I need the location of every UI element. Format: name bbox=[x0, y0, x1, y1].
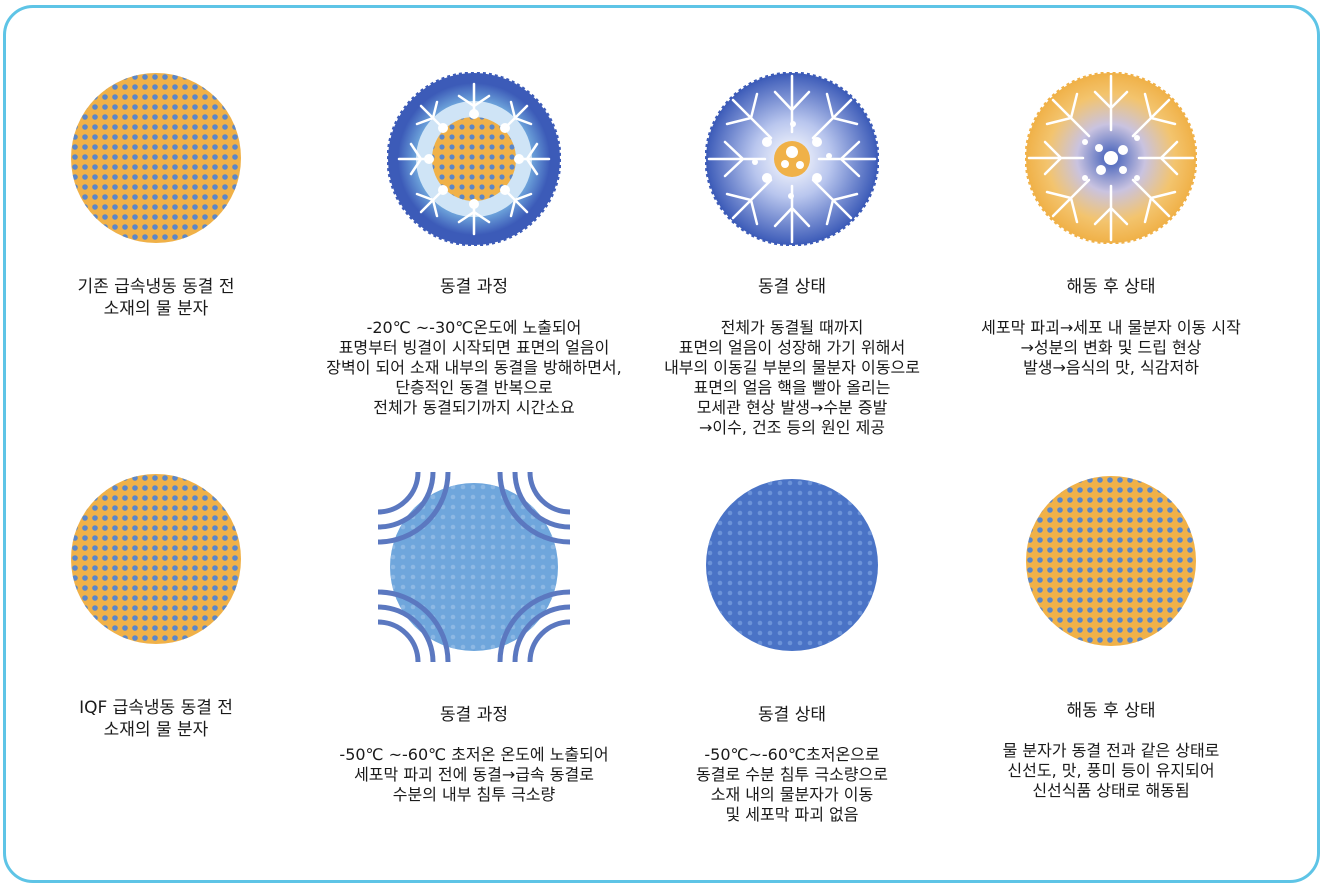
conventional-frozen-state bbox=[705, 72, 879, 246]
iqf-frozen-state bbox=[706, 479, 878, 651]
content-frame bbox=[3, 5, 1320, 883]
top-title-4: 해동 후 상태 bbox=[1066, 277, 1156, 297]
bottom-title-4: 해동 후 상태 bbox=[1066, 701, 1156, 721]
iqf-freezing-process bbox=[378, 472, 570, 662]
top-title-2: 동결 과정 bbox=[440, 277, 508, 297]
bottom-title-2: 동결 과정 bbox=[440, 705, 508, 725]
top-title-3: 동결 상태 bbox=[758, 277, 826, 297]
bottom-title-3: 동결 상태 bbox=[758, 705, 826, 725]
conventional-freezing-process bbox=[387, 72, 561, 246]
conventional-after-thawing bbox=[1025, 72, 1197, 244]
iqf-after-thawing bbox=[1026, 476, 1196, 646]
conventional-before-freezing-molecules bbox=[71, 73, 241, 243]
iqf-before-freezing-molecules bbox=[71, 474, 241, 644]
